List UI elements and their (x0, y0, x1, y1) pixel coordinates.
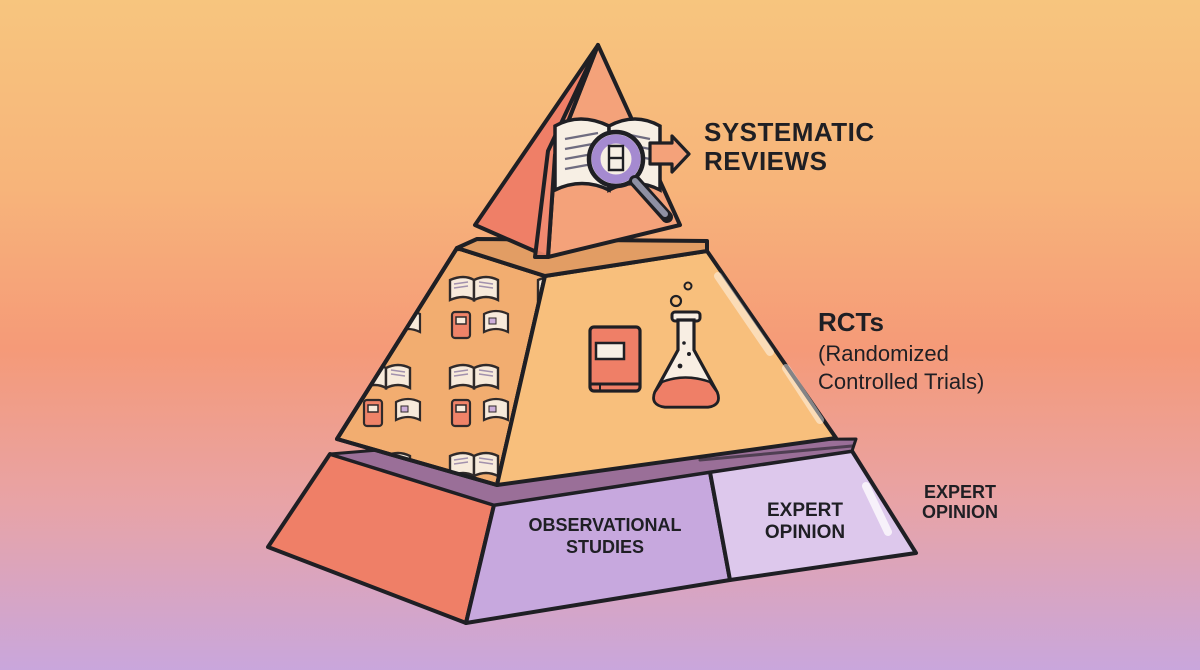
rcts-subtitle: (Randomized Controlled Trials) (818, 341, 985, 395)
pyramid-bottom-tier (266, 437, 918, 625)
expert-opinion-box-label: EXPERT OPINION (764, 500, 846, 544)
pyramid-top-tier (473, 43, 691, 259)
magnifying-glass-icon (586, 129, 673, 223)
pyramid-middle-tier (335, 237, 838, 487)
arrow-right-icon (648, 134, 691, 174)
bottom-tier-highlight (862, 482, 892, 536)
middle-tier-top-face (455, 237, 709, 278)
rcts-label: RCTs (818, 307, 884, 337)
expert-opinion-side-label: EXPERT OPINION (921, 482, 998, 523)
middle-tier-highlight-1 (714, 272, 774, 356)
closed-book-icon (588, 325, 642, 393)
observational-studies-label: OBSERVATIONAL STUDIES (528, 515, 682, 557)
systematic-reviews-label: SYSTEMATIC REVIEWS (704, 117, 875, 177)
middle-tier-highlight-2 (782, 364, 824, 424)
flask-icon (652, 281, 720, 409)
